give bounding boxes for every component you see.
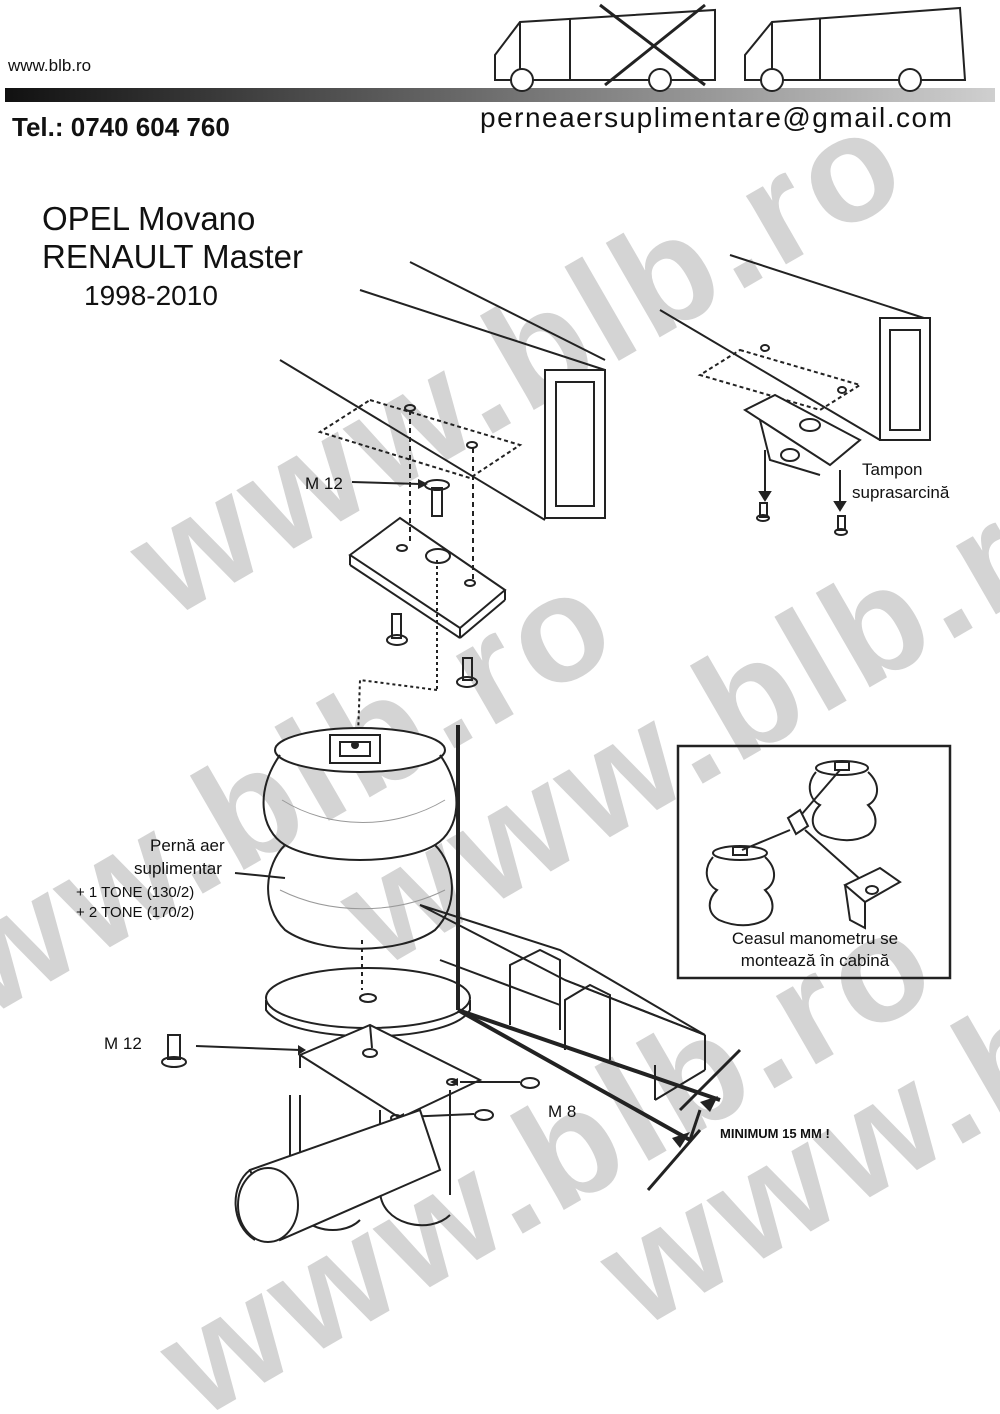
chassis-beam-left — [279, 261, 606, 521]
model-title-2: RENAULT Master — [42, 238, 304, 275]
leader-line — [351, 481, 421, 485]
bump-stop-label-2: suprasarcină — [852, 483, 950, 502]
model-years: 1998-2010 — [84, 280, 218, 311]
bump-stop-label-1: Tampon — [862, 460, 923, 479]
inset-caption-line-2: montează în cabină — [740, 951, 890, 970]
email-address: perneaersuplimentare@gmail.com — [480, 102, 954, 133]
minimum-gap-label: MINIMUM 15 MM ! — [720, 1126, 830, 1141]
air-spring-label-1: Pernă aer — [150, 836, 225, 855]
capacity-label-1: + 1 TONE (130/2) — [76, 884, 195, 901]
website-text: www.blb.ro — [8, 56, 92, 75]
inset-caption-line-1: Ceasul manometru se — [731, 929, 899, 948]
van-icon — [744, 6, 967, 92]
top-mount-plate — [348, 410, 507, 736]
frame-reference-lines — [456, 725, 721, 1142]
axle-bracket-beam — [419, 904, 706, 1101]
inset-box — [676, 744, 952, 980]
model-title-1: OPEL Movano — [42, 200, 256, 237]
air-spring — [262, 727, 471, 1038]
phone-number: Tel.: 0740 604 760 — [12, 112, 230, 142]
capacity-label-2: + 2 TONE (170/2) — [76, 904, 195, 921]
nut-label: M 8 — [548, 1102, 577, 1121]
lower-mount-plate — [161, 1023, 540, 1122]
header-bar — [5, 88, 995, 102]
u-bolts-and-axle — [234, 1090, 451, 1243]
air-spring-label-2: suplimentar — [134, 859, 222, 878]
minimum-gap-markers — [646, 1048, 742, 1191]
chassis-beam-right — [659, 254, 931, 536]
bolt-label-top: M 12 — [305, 474, 343, 493]
bolt-label-bottom: M 12 — [104, 1034, 142, 1053]
leader-line — [234, 872, 286, 879]
van-icon-crossed — [494, 3, 716, 92]
inset-caption: Ceasul manometru se montează în cabină — [680, 928, 950, 972]
